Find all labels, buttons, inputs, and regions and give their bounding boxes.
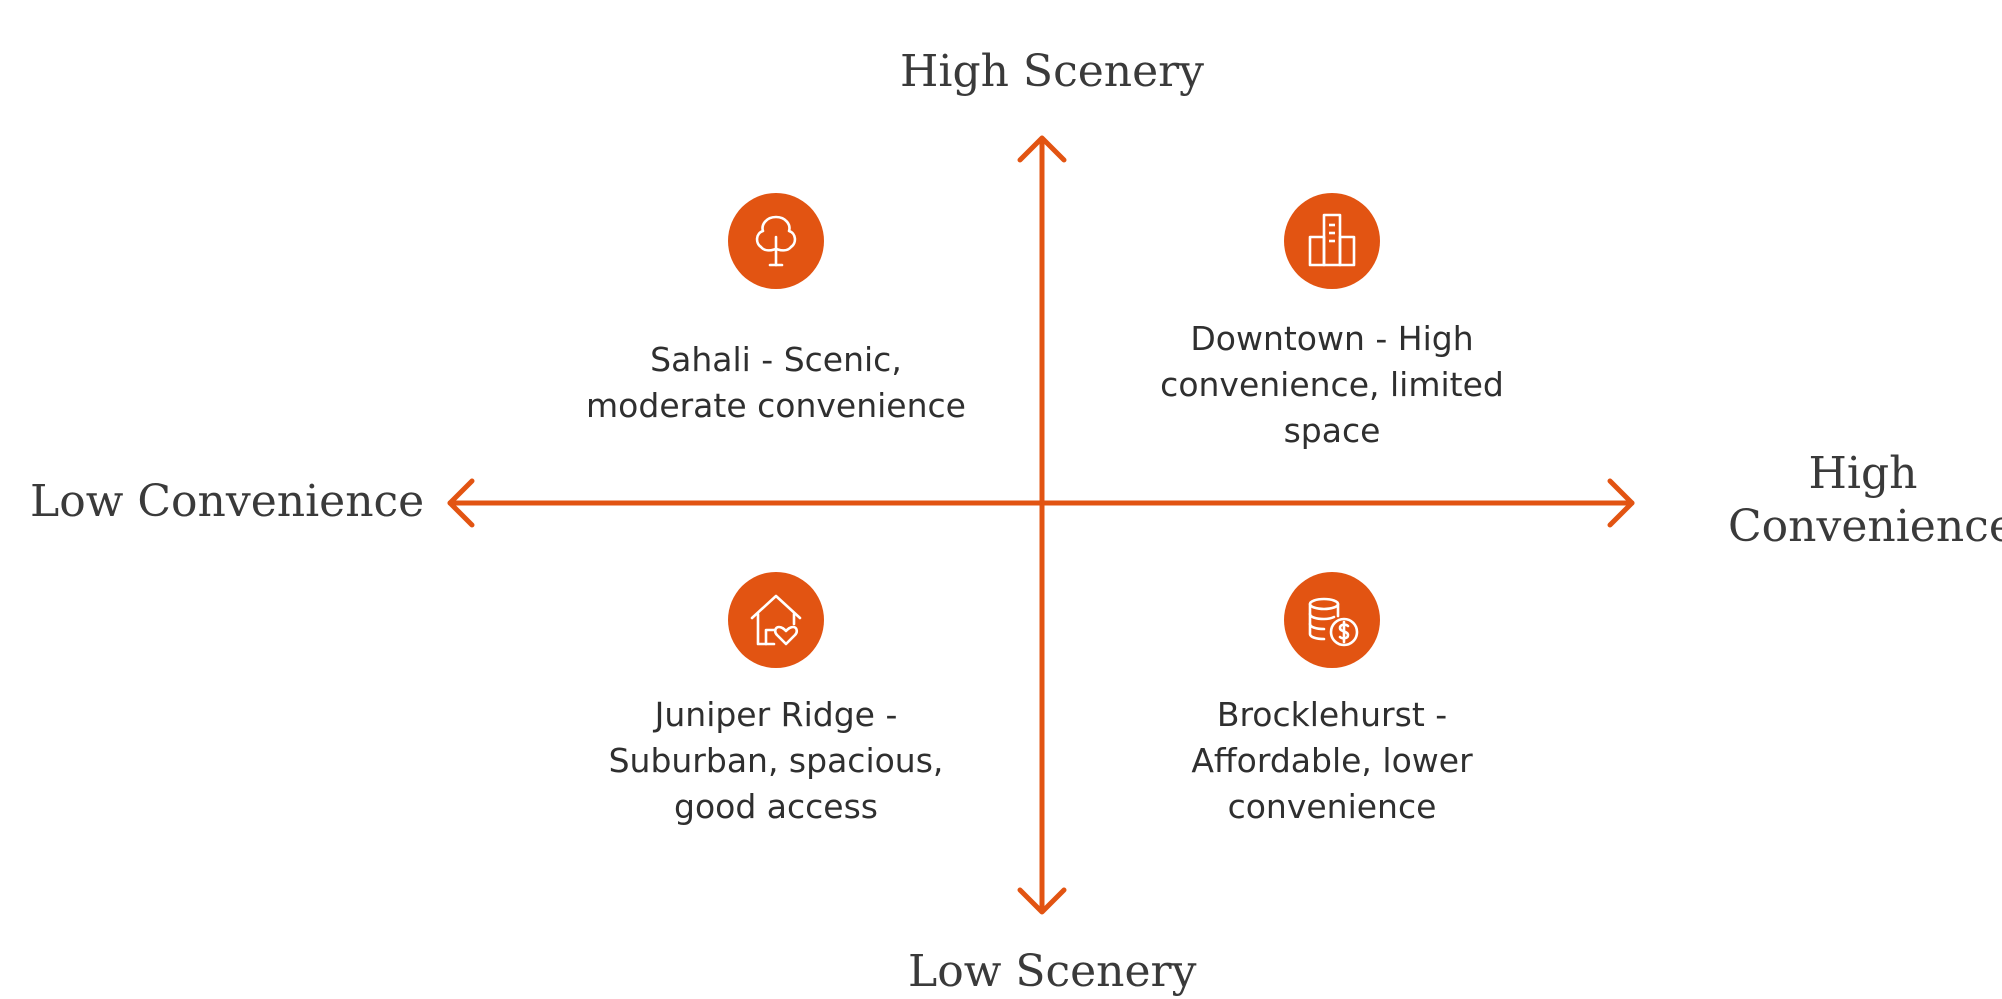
axis-label-high-scenery: High Scenery [900, 46, 1205, 97]
arrow-up-icon [1017, 135, 1067, 163]
quadrant-text-bottom-left: Juniper Ridge - Suburban, spacious, good… [608, 695, 944, 826]
tree-icon [728, 193, 824, 289]
axis-label-high-convenience: High Convenience [1728, 448, 2002, 552]
arrow-down-icon [1017, 887, 1067, 915]
arrow-right-icon [1607, 478, 1635, 528]
home-heart-icon [728, 572, 824, 668]
axis-label-low-scenery: Low Scenery [908, 946, 1197, 997]
buildings-icon [1284, 193, 1380, 289]
quadrant-text-top-left: Sahali - Scenic, moderate convenience [586, 340, 966, 425]
arrow-left-icon [447, 478, 475, 528]
axis-label-low-convenience: Low Convenience [30, 476, 425, 527]
quadrant-text-top-right: Downtown - High convenience, limited spa… [1160, 319, 1504, 450]
quadrant-text-bottom-right: Brocklehurst - Affordable, lower conveni… [1191, 695, 1473, 826]
coins-dollar-icon [1284, 572, 1380, 668]
